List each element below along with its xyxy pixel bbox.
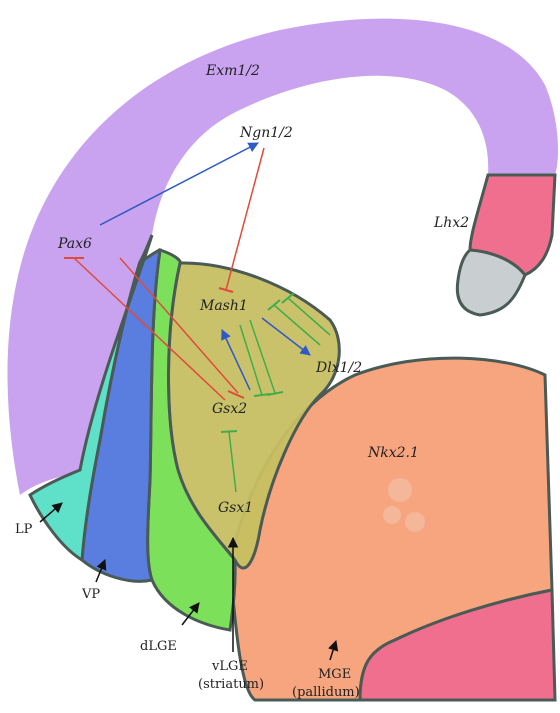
region-label-vp: VP [81, 587, 100, 602]
region-label-vlge-sub: (striatum) [198, 677, 264, 692]
region-label-lp: LP [15, 522, 33, 537]
gene-label-gsx2: Gsx2 [212, 401, 247, 417]
region-label-vlge: vLGE [211, 659, 248, 674]
gene-label-pax6: Pax6 [57, 236, 92, 252]
mge-texture-spot [383, 506, 401, 524]
ngn-represses-mash1 [226, 148, 264, 290]
gene-label-gsx1: Gsx1 [218, 500, 253, 516]
gene-label-lhx2: Lhx2 [433, 215, 469, 231]
gene-label-mash1: Mash1 [199, 298, 248, 314]
gene-label-ngn: Ngn1/2 [239, 125, 293, 141]
gene-label-dlx: Dlx1/2 [315, 360, 362, 376]
region-label-mge: MGE [318, 667, 351, 682]
mge-texture-spot [405, 512, 425, 532]
region-label-mge-sub: (pallidum) [292, 685, 360, 700]
gene-label-exm: Exm1/2 [205, 63, 260, 79]
gene-label-nkx: Nkx2.1 [367, 445, 419, 461]
region-label-dlge: dLGE [140, 639, 177, 654]
gsx1-represses-gsx2-bar [221, 431, 237, 432]
mge-texture-spot [388, 478, 412, 502]
